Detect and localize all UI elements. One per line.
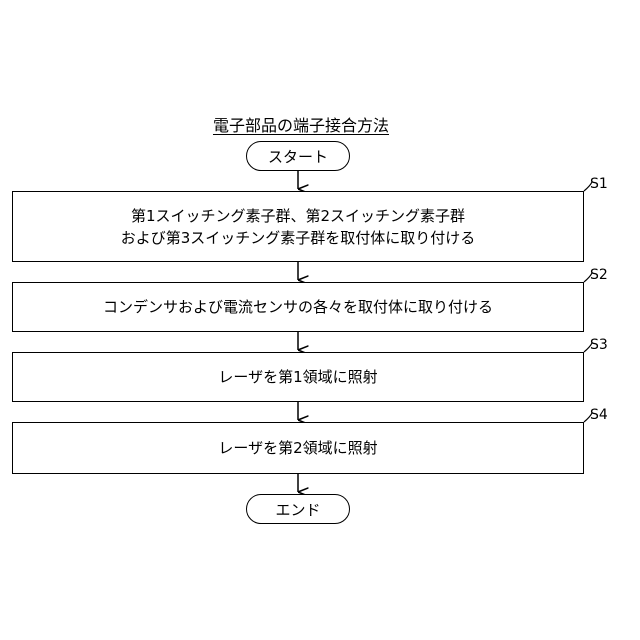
process-text-s4: レーザを第2領域に照射 xyxy=(218,437,377,459)
process-box-s4: レーザを第2領域に照射 xyxy=(12,422,584,474)
start-terminal-label: スタート xyxy=(268,146,328,167)
step-label-s1: S1 xyxy=(590,176,608,192)
process-text-s1-line1: 第1スイッチング素子群、第2スイッチング素子群 xyxy=(131,205,465,227)
process-text-s3: レーザを第1領域に照射 xyxy=(218,366,377,388)
step-label-s4: S4 xyxy=(590,407,608,423)
end-terminal-label: エンド xyxy=(275,499,320,520)
diagram-title: 電子部品の端子接合方法 xyxy=(186,116,416,136)
end-terminal: エンド xyxy=(246,494,350,524)
process-box-s3: レーザを第1領域に照射 xyxy=(12,352,584,402)
process-box-s2: コンデンサおよび電流センサの各々を取付体に取り付ける xyxy=(12,282,584,332)
process-text-s1-line2: および第3スイッチング素子群を取付体に取り付ける xyxy=(121,227,476,249)
process-box-s1: 第1スイッチング素子群、第2スイッチング素子群 および第3スイッチング素子群を取… xyxy=(12,191,584,262)
process-text-s2: コンデンサおよび電流センサの各々を取付体に取り付ける xyxy=(103,296,493,318)
step-label-s3: S3 xyxy=(590,337,608,353)
step-label-s2: S2 xyxy=(590,267,608,283)
start-terminal: スタート xyxy=(246,141,350,171)
